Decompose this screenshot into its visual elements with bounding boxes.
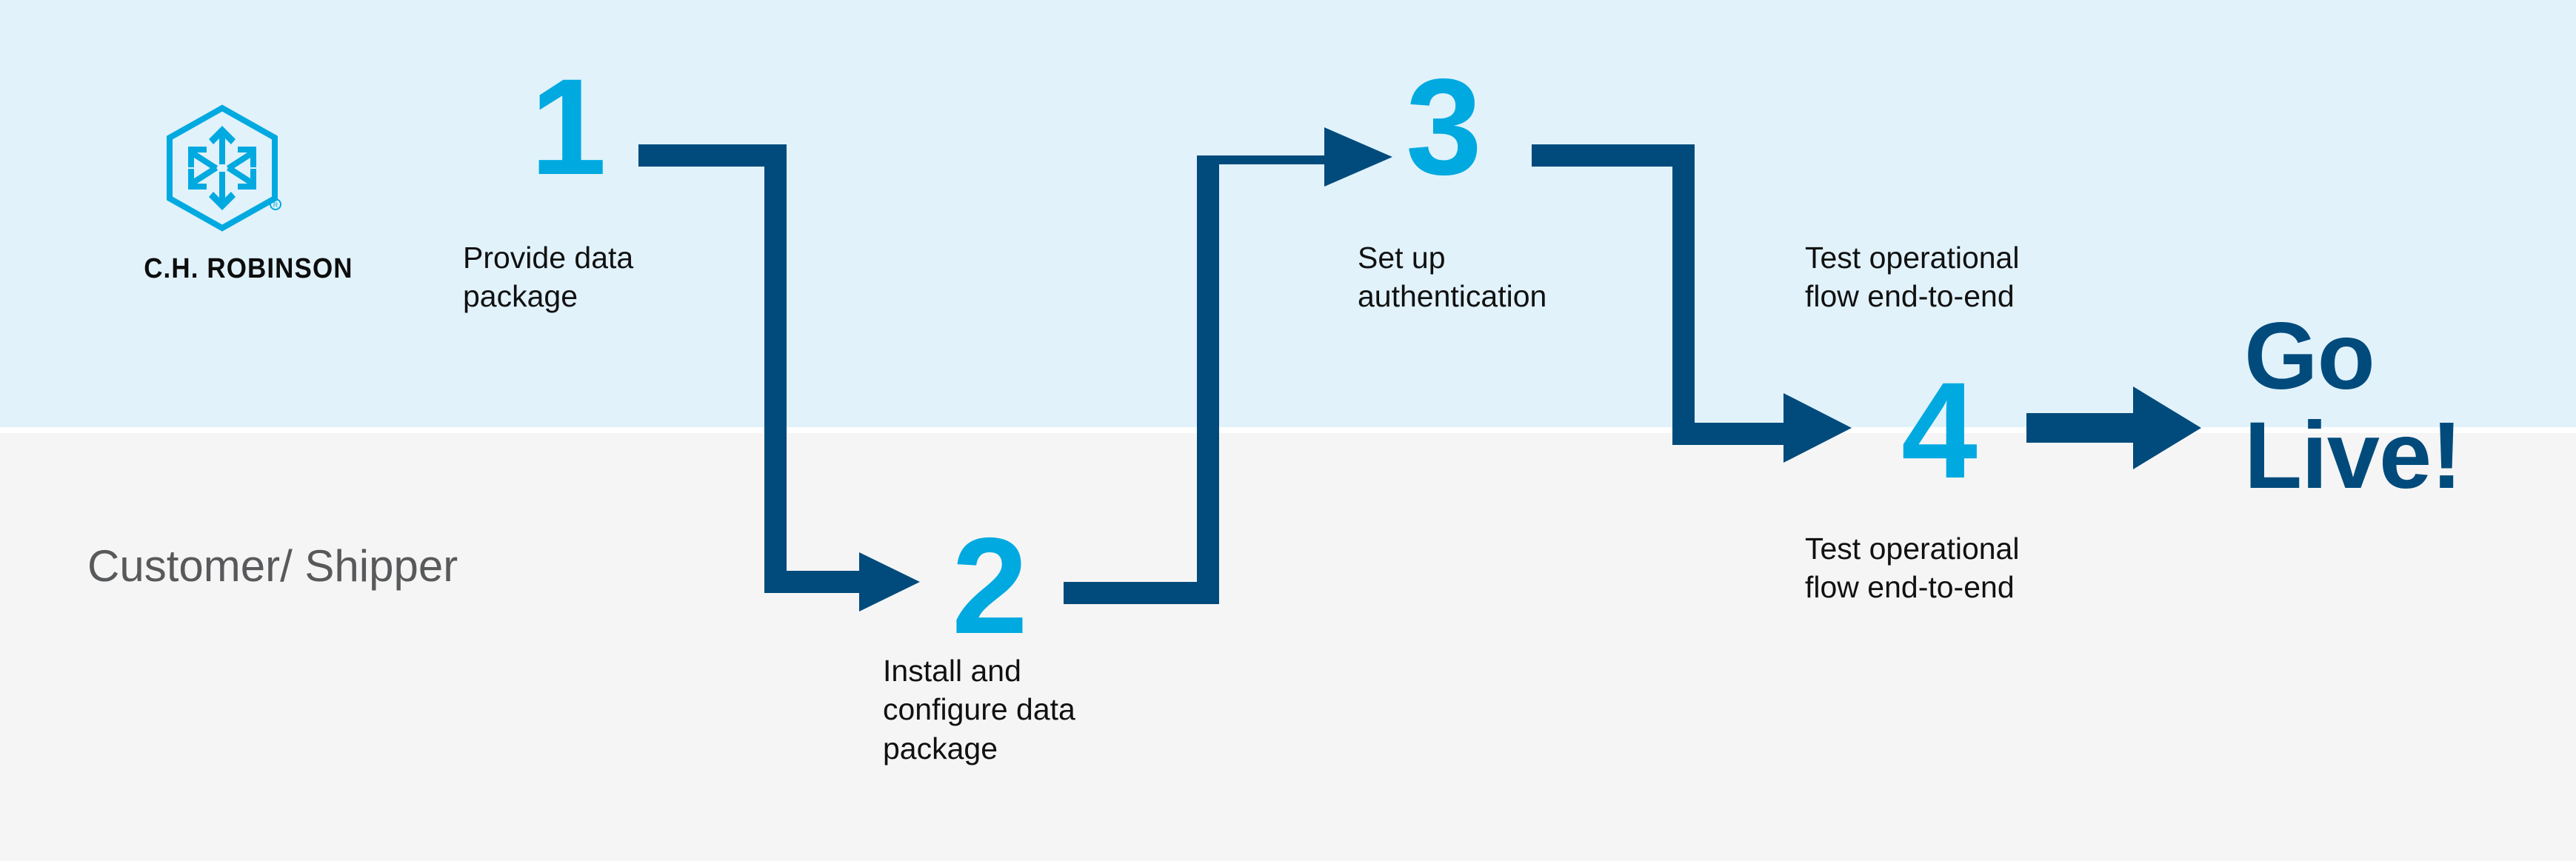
svg-text:R: R bbox=[273, 201, 278, 209]
lane-label-customer-shipper: Customer/ Shipper bbox=[87, 541, 458, 591]
step-caption-3b-test-flow: Test operational flow end-to-end bbox=[1805, 241, 2020, 314]
ch-robinson-cube-logo-icon: R bbox=[167, 104, 281, 232]
band-divider bbox=[0, 427, 2576, 433]
step-caption-4: Test operational flow end-to-end bbox=[1805, 532, 2020, 605]
connector-step2-to-step3 bbox=[1064, 127, 1392, 604]
connector-step1-to-step2 bbox=[638, 144, 920, 612]
step-number-3: 3 bbox=[1406, 51, 1482, 204]
go-live-label: Go Live! bbox=[2244, 304, 2463, 509]
upper-band-background bbox=[0, 0, 2576, 427]
step-number-4: 4 bbox=[1901, 355, 1978, 507]
step-caption-1: Provide data package bbox=[463, 241, 634, 314]
step-number-2: 2 bbox=[952, 510, 1028, 663]
step-caption-2: Install and configure data package bbox=[883, 654, 1075, 765]
customer-shipper-band-background bbox=[0, 433, 2576, 861]
step-caption-3: Set up authentication bbox=[1358, 241, 1547, 314]
connector-step4-to-go-live bbox=[2026, 386, 2201, 469]
connector-step3-to-step4 bbox=[1532, 144, 1852, 463]
step-number-1: 1 bbox=[530, 51, 607, 204]
